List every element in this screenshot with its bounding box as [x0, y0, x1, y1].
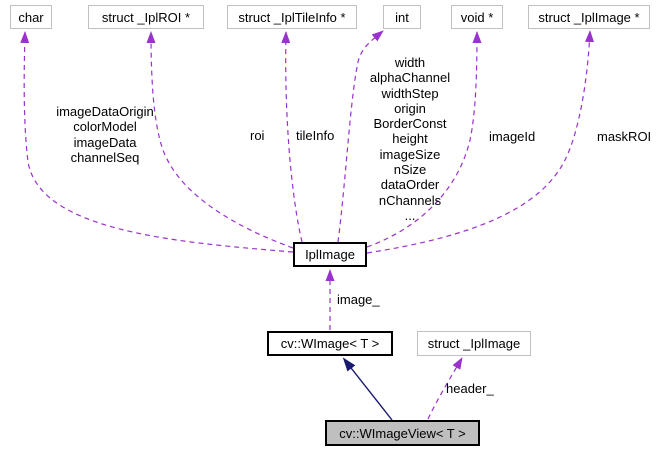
- edge-label-tileinfo: tileInfo: [296, 128, 335, 143]
- node-char: char: [10, 5, 52, 29]
- node-int: int: [383, 5, 421, 29]
- node-cv-wimageview-current: cv::WImageView< T >: [325, 420, 480, 446]
- edge-label-imageid: imageId: [489, 129, 536, 144]
- edge-iplimage-to-int: [337, 30, 384, 243]
- node-iplimage[interactable]: IplImage: [293, 242, 367, 267]
- edge-label-int-members: width alphaChannel widthStep origin Bord…: [369, 55, 451, 223]
- edge-wimageview-inherits-wimage: [342, 357, 393, 421]
- edge-iplimage-to-iplroi: [146, 31, 294, 249]
- edge-iplimage-to-void: [366, 31, 482, 248]
- node-cv-wimage[interactable]: cv::WImage< T >: [267, 331, 393, 356]
- edge-iplimage-to-iplimageptr: [366, 30, 595, 254]
- node-struct-ipltileinfo-ptr: struct _IplTileInfo *: [227, 5, 357, 29]
- edge-iplimage-to-char: [20, 31, 294, 253]
- edge-wimageview-to-iplimagestruct: [427, 357, 463, 420]
- node-struct-iplimage: struct _IplImage: [417, 331, 531, 356]
- edge-label-header: header_: [446, 381, 494, 396]
- edge-label-maskroi: maskROI: [597, 129, 652, 144]
- edge-label-roi: roi: [250, 128, 265, 143]
- node-void-ptr: void *: [451, 5, 503, 29]
- edge-label-char-members: imageDataOrigin colorModel imageData cha…: [56, 104, 154, 165]
- edge-label-image: image_: [337, 292, 380, 307]
- node-struct-iplroi-ptr: struct _IplROI *: [88, 5, 204, 29]
- node-struct-iplimage-ptr: struct _IplImage *: [528, 5, 650, 29]
